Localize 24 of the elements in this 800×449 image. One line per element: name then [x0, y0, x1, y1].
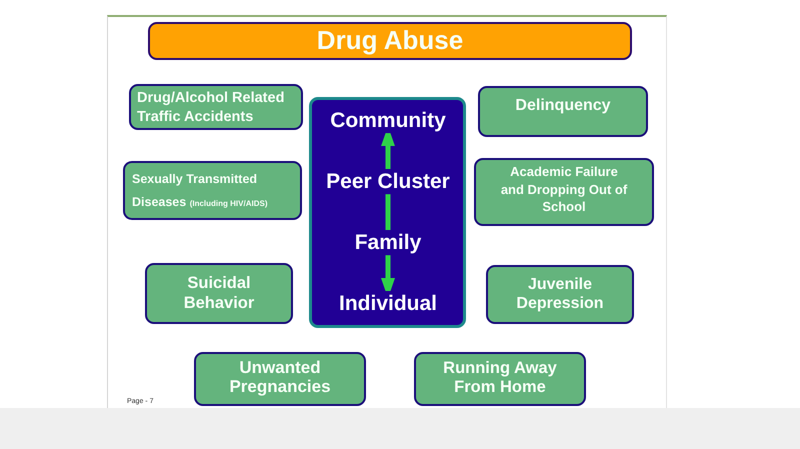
outcome-box [478, 86, 648, 137]
outcome-text: Unwanted Pregnancies [229, 358, 331, 396]
title-banner [148, 22, 632, 60]
outcome-box [129, 84, 303, 130]
outcome-text: Suicidal Behavior [184, 274, 254, 312]
level-label: Family [354, 230, 422, 256]
level-label: Community [330, 108, 446, 134]
outcome-text: Sexually Transmitted Diseases (Including HIV/AIDS) [132, 172, 268, 208]
outcome-text: Drug/Alcohol Related Traffic Accidents [137, 90, 284, 125]
outcome-box [414, 352, 586, 406]
outcome-text: Academic Failure and Dropping Out of School [500, 164, 628, 214]
outcome-box [486, 265, 634, 324]
outcome-text: Running Away From Home [443, 359, 557, 396]
connector-line [386, 194, 390, 230]
outcome-text: Juvenile Depression [516, 276, 604, 312]
outcome-box [145, 263, 293, 324]
outcome-text: Delinquency [515, 97, 611, 114]
outcome-box [474, 158, 654, 226]
title-text: Drug Abuse [316, 25, 464, 56]
level-label: Peer Cluster [326, 169, 450, 194]
level-label: Individual [339, 291, 437, 316]
outcome-box [123, 161, 302, 220]
level-panel [309, 97, 466, 328]
outcome-box [194, 352, 366, 406]
